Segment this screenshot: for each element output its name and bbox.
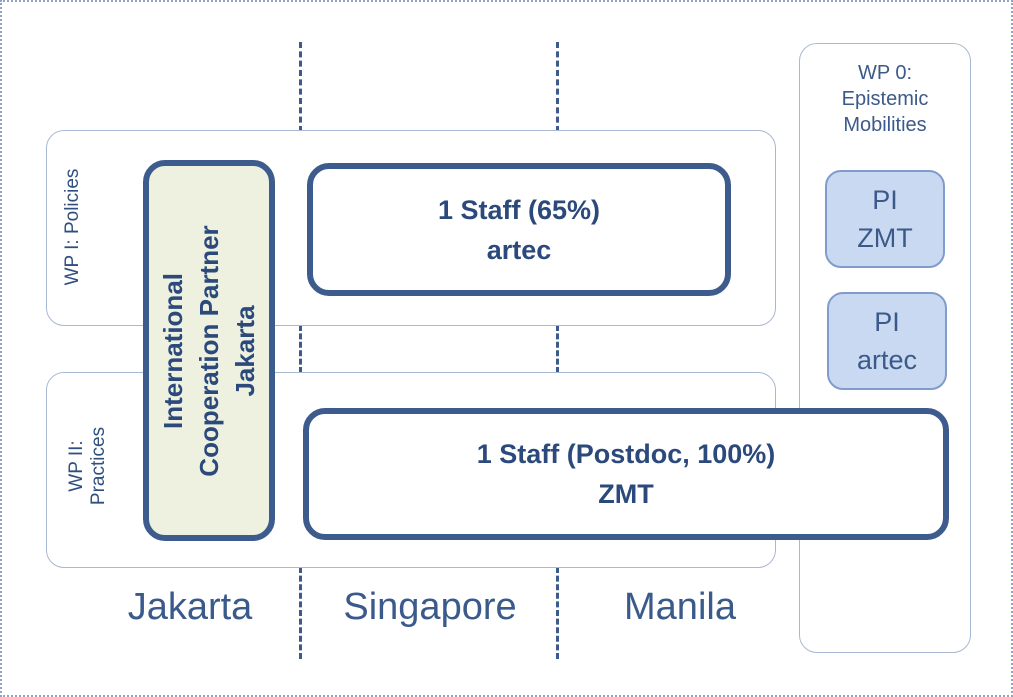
wp0-title-line1: WP 0:: [857, 62, 913, 84]
wp1-staff-line2: artec: [486, 234, 552, 265]
wp1-staff-box: 1 Staff (65%) artec: [307, 163, 731, 296]
separator-jakarta-singapore-bottom: [299, 567, 302, 659]
pi-box-artec-line1: PI: [874, 307, 900, 337]
separator-jakarta-singapore-top: [299, 42, 302, 132]
wp2-label-line2: Practices: [88, 426, 109, 506]
wp1-label-text: WP I: Policies: [62, 168, 83, 286]
wp1-staff-line1: 1 Staff (65%): [437, 194, 601, 225]
wp2-staff-line2: ZMT: [598, 479, 654, 509]
wp0-title-line3: Mobilities: [843, 114, 927, 136]
wp1-label: WP I: Policies: [62, 169, 84, 286]
wp0-title: WP 0: Epistemic Mobilities: [799, 60, 971, 138]
separator-singapore-manila-mid: [556, 325, 559, 373]
city-label-singapore: Singapore: [343, 586, 517, 628]
pi-box-artec: PI artec: [827, 292, 947, 390]
wp2-staff-line1: 1 Staff (Postdoc, 100%): [476, 439, 776, 469]
wp2-staff-box: 1 Staff (Postdoc, 100%) ZMT: [303, 408, 949, 540]
cooperation-partner-text: International Cooperation Partner Jakart…: [155, 225, 263, 476]
separator-singapore-manila-top: [556, 42, 559, 132]
pi-box-artec-line2: artec: [856, 345, 918, 375]
wp0-title-line2: Epistemic: [841, 88, 929, 110]
separator-jakarta-singapore-mid: [299, 325, 302, 373]
wp2-label: WP II: Practices: [66, 427, 110, 505]
cooperation-partner-box: International Cooperation Partner Jakart…: [143, 160, 275, 541]
pi-box-zmt-line1: PI: [872, 185, 898, 215]
city-label-jakarta: Jakarta: [127, 586, 253, 628]
wp2-label-line1: WP II:: [66, 440, 87, 492]
cooperation-partner-line3: Jakarta: [230, 304, 260, 397]
pi-box-zmt-line2: ZMT: [857, 223, 913, 253]
city-label-manila: Manila: [624, 586, 736, 628]
cooperation-partner-line1: International: [158, 272, 188, 429]
cooperation-partner-line2: Cooperation Partner: [194, 224, 224, 477]
separator-singapore-manila-bottom: [556, 567, 559, 659]
pi-box-zmt: PI ZMT: [825, 170, 945, 268]
